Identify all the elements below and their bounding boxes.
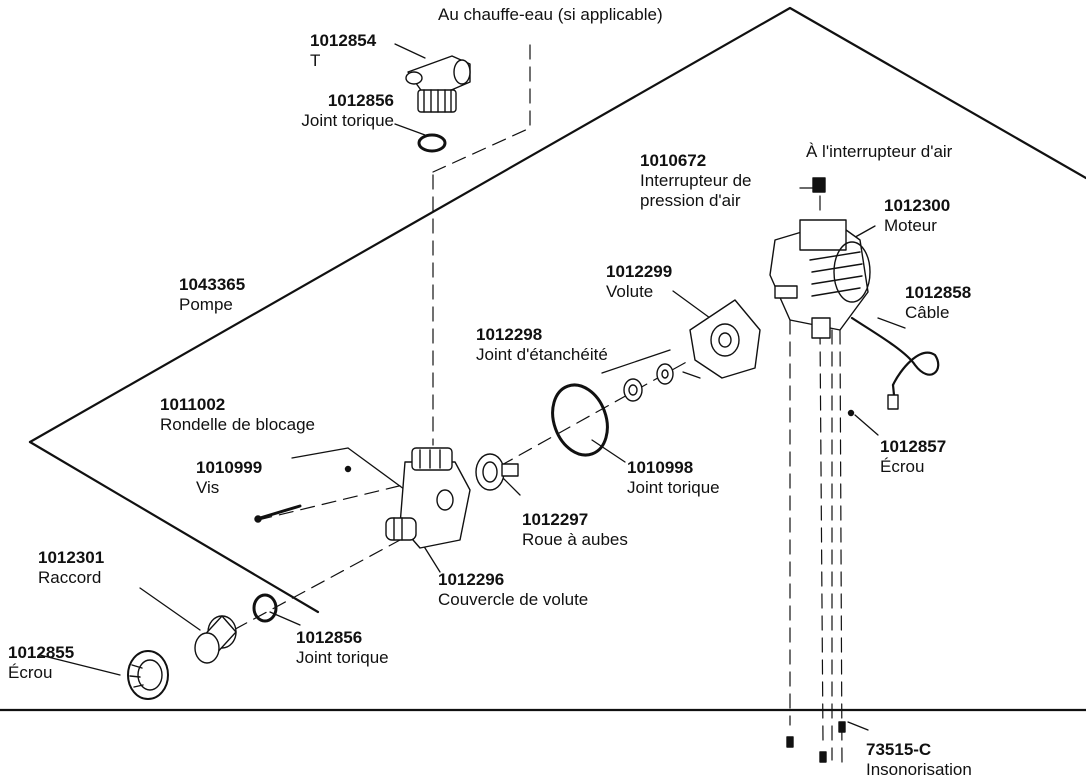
note-air-switch: À l'interrupteur d'air [806,142,953,161]
part-number: 1012298 [476,325,543,344]
part-name: Joint d'étanchéité [476,345,608,364]
label-pump: 1043365 Pompe [179,275,245,315]
part-number: 1012858 [905,283,972,302]
part-number: 1012855 [8,643,75,662]
lock-washer-part [344,465,352,473]
label-nut-left: 1012855 Écrou [8,643,74,683]
nut-right-part [847,409,855,417]
part-number: 1012856 [327,91,394,110]
insulation-fasteners [786,721,846,763]
leader-lines [39,43,906,731]
fitting-part [194,615,237,664]
label-motor: 1012300 Moteur [884,196,950,236]
part-name-line1: Interrupteur de [640,171,752,190]
part-name: Roue à aubes [522,530,628,549]
part-name: Pompe [179,295,233,314]
oring-mid [551,383,609,457]
part-number: 1012854 [310,31,377,50]
cable-part [850,316,940,410]
part-name: Joint torique [627,478,720,497]
volute-cover-part [385,447,471,549]
nut-left-part [127,650,169,700]
assembly-axis-lines [214,44,843,766]
volute-part [689,299,761,379]
platform-outline [0,6,1086,712]
part-number: 1012297 [522,510,589,529]
label-volute: 1012299 Volute [606,262,672,302]
impeller-part [475,453,519,491]
label-oring-mid: 1010998 Joint torique [627,458,720,498]
motor-part [769,219,871,339]
part-name: Écrou [8,663,53,682]
part-number: 1011002 [160,395,226,414]
part-number: 1012300 [884,196,951,215]
part-name: Insonorisation [866,760,972,779]
label-volute-cover: 1012296 Couvercle de volute [438,570,588,610]
label-oring-top: 1012856 Joint torique [266,91,394,131]
oring-top [417,133,447,153]
part-number: 1010672 [640,151,707,170]
part-number: 1012299 [606,262,673,281]
part-number: 1012301 [38,548,105,567]
part-number: 1010998 [627,458,694,477]
label-insulation: 73515-C Insonorisation [866,740,972,780]
part-name: Moteur [884,216,937,235]
tee-fitting [405,55,471,113]
part-number: 1012857 [880,437,947,456]
part-number: 1010999 [196,458,263,477]
label-impeller: 1012297 Roue à aubes [522,510,628,550]
label-cable: 1012858 Câble [905,283,971,323]
label-oring-bottom: 1012856 Joint torique [296,628,389,668]
label-tee: 1012854 T [310,31,376,71]
pressure-switch-part [812,177,826,193]
part-number: 1012856 [296,628,363,647]
label-screw: 1010999 Vis [196,458,262,498]
part-name: Écrou [880,457,925,476]
part-name: Joint torique [296,648,389,667]
part-number: 73515-C [866,740,932,759]
part-name: Volute [606,282,654,301]
part-number: 1043365 [179,275,246,294]
part-name: Câble [905,303,950,322]
part-name: Joint torique [301,111,394,130]
part-name: Couvercle de volute [438,590,589,609]
label-seal: 1012298 Joint d'étanchéité [476,325,608,365]
screw-part [254,504,302,523]
part-name: Vis [196,478,220,497]
part-number: 1012296 [438,570,505,589]
label-lock-washer: 1011002 Rondelle de blocage [160,395,315,435]
part-name: T [310,51,321,70]
part-name: Rondelle de blocage [160,415,316,434]
label-nut-right: 1012857 Écrou [880,437,946,477]
part-name: Raccord [38,568,102,587]
note-heater: Au chauffe-eau (si applicable) [438,5,663,24]
oring-bottom [252,593,278,623]
part-name-line2: pression d'air [640,191,741,210]
label-fitting: 1012301 Raccord [38,548,104,588]
seal-part [623,363,674,402]
label-pressure-switch: 1010672 Interrupteur de pression d'air [640,151,752,211]
